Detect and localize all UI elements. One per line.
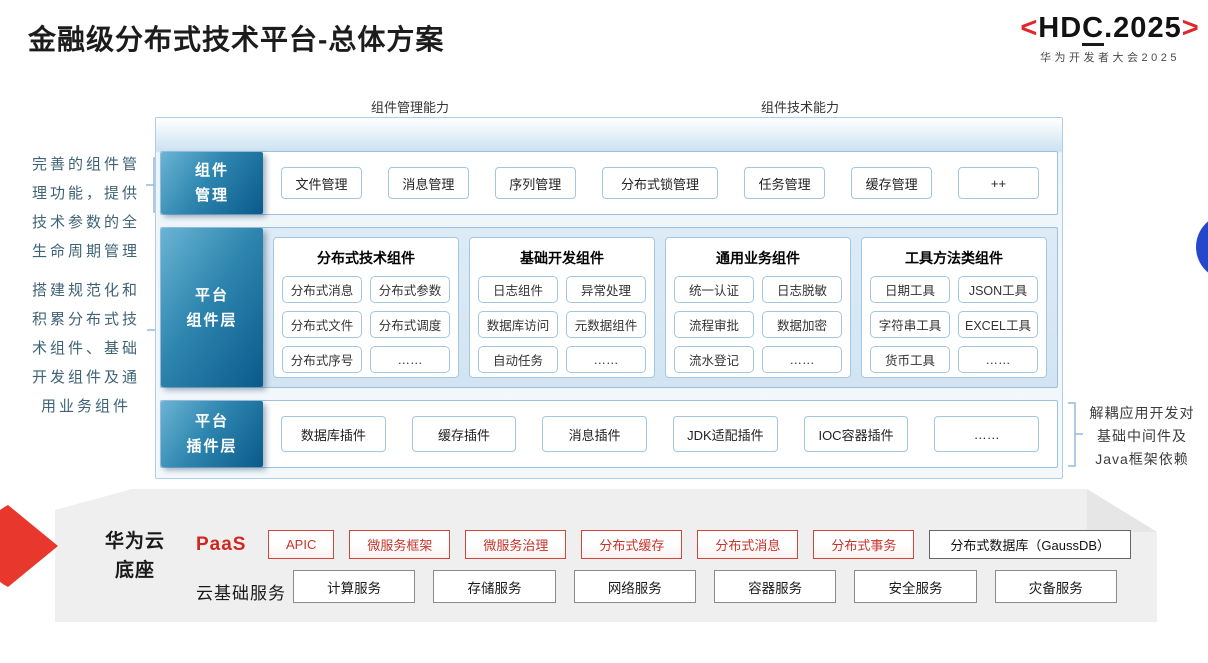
logo-hd: HD: [1038, 12, 1083, 44]
platform-plugin-items: 数据库插件 缓存插件 消息插件 JDK适配插件 IOC容器插件 ……: [263, 401, 1057, 467]
paas-service-item: 分布式缓存: [581, 530, 683, 559]
component-item: JSON工具: [958, 276, 1038, 303]
annotation-right: 解耦应用开发对 基础中间件及 Java框架依赖: [1089, 405, 1195, 467]
component-item: 货币工具: [870, 346, 950, 373]
component-item: 流水登记: [674, 346, 754, 373]
paas-service-item: 分布式事务: [813, 530, 915, 559]
paas-label: PaaS: [196, 534, 247, 555]
component-item: 消息管理: [387, 167, 469, 199]
component-item: 统一认证: [674, 276, 754, 303]
component-item: 分布式锁管理: [601, 167, 719, 199]
paas-service-item: 微服务框架: [349, 530, 451, 559]
platform-component-columns: 分布式技术组件 分布式消息 分布式参数 分布式文件 分布式调度 分布式序号 ………: [263, 228, 1057, 387]
plugin-item: ……: [934, 416, 1040, 452]
arrow-label-management: 组件管理能力: [370, 100, 449, 115]
component-item: ++: [958, 167, 1039, 199]
plugin-item: IOC容器插件: [803, 416, 909, 452]
component-item: ……: [958, 346, 1038, 373]
component-item: 自动任务: [478, 346, 558, 373]
component-item: 字符串工具: [870, 311, 950, 338]
column-common-business: 通用业务组件 统一认证 日志脱敏 流程审批 数据加密 流水登记 ……: [665, 237, 851, 378]
logo-open-bracket: <: [1020, 12, 1039, 44]
paas-service-item: 微服务治理: [465, 530, 567, 559]
paas-service-item: APIC: [268, 530, 335, 559]
iaas-service-item: 网络服务: [573, 570, 696, 603]
component-item: ……: [566, 346, 646, 373]
component-item: 分布式调度: [370, 311, 450, 338]
paas-service-item: 分布式消息: [697, 530, 799, 559]
platform-component-label: 平台 组件层: [161, 228, 263, 387]
component-item: 缓存管理: [851, 167, 933, 199]
iaas-service-item: 计算服务: [293, 570, 416, 603]
component-item: ……: [762, 346, 842, 373]
component-item: 元数据组件: [566, 311, 646, 338]
component-item: ……: [370, 346, 450, 373]
gaussdb-item: 分布式数据库（GaussDB）: [929, 530, 1132, 559]
component-item: 文件管理: [281, 167, 362, 199]
plugin-item: 消息插件: [542, 416, 648, 452]
iaas-service-item: 存储服务: [433, 570, 556, 603]
component-management-label: 组件 管理: [161, 152, 263, 214]
page-title: 金融级分布式技术平台-总体方案: [28, 24, 445, 55]
component-item: 异常处理: [566, 276, 646, 303]
component-item: EXCEL工具: [958, 311, 1038, 338]
hdc-logo-text: <HDC.2025>: [1012, 12, 1208, 46]
column-distributed-tech: 分布式技术组件 分布式消息 分布式参数 分布式文件 分布式调度 分布式序号 ……: [273, 237, 459, 378]
logo-close-bracket: >: [1181, 12, 1200, 44]
logo-rest: .2025: [1104, 12, 1182, 44]
hdc-logo-subtitle: 华为开发者大会2025: [1040, 52, 1180, 64]
component-item: 日期工具: [870, 276, 950, 303]
blue-circle-decoration: [1196, 221, 1208, 273]
paas-services-row: APIC 微服务框架 微服务治理 分布式缓存 分布式消息 分布式事务 分布式数据…: [268, 530, 1132, 559]
platform-plugin-row: 平台 插件层 数据库插件 缓存插件 消息插件 JDK适配插件 IOC容器插件 ……: [160, 400, 1058, 468]
cloud-base-slab-top-face: [1087, 489, 1157, 532]
iaas-service-item: 灾备服务: [994, 570, 1117, 603]
logo-c-underlined: C: [1082, 12, 1105, 46]
component-item: 流程审批: [674, 311, 754, 338]
component-item: 序列管理: [494, 167, 576, 199]
component-management-row: 组件 管理 文件管理 消息管理 序列管理 分布式锁管理 任务管理 缓存管理 ++: [160, 151, 1058, 215]
component-item: 数据加密: [762, 311, 842, 338]
platform-component-row: 平台 组件层 分布式技术组件 分布式消息 分布式参数 分布式文件 分布式调度 分…: [160, 227, 1058, 388]
platform-plugin-label: 平台 插件层: [161, 401, 263, 467]
column-basic-dev: 基础开发组件 日志组件 异常处理 数据库访问 元数据组件 自动任务 ……: [469, 237, 655, 378]
huawei-cloud-base-label: 华为云 底座: [104, 531, 165, 581]
iaas-service-item: 安全服务: [854, 570, 977, 603]
plugin-item: 数据库插件: [281, 416, 386, 452]
component-item: 日志组件: [478, 276, 558, 303]
iaas-service-item: 容器服务: [713, 570, 837, 603]
plugin-item: JDK适配插件: [673, 416, 778, 452]
hdc-logo: <HDC.2025> 华为开发者大会2025: [1012, 12, 1208, 65]
component-item: 任务管理: [744, 167, 826, 199]
column-tool-methods: 工具方法类组件 日期工具 JSON工具 字符串工具 EXCEL工具 货币工具 ……: [861, 237, 1047, 378]
component-item: 分布式文件: [282, 311, 362, 338]
component-item: 分布式参数: [370, 276, 450, 303]
component-item: 数据库访问: [478, 311, 558, 338]
red-wedge-icon: [0, 505, 58, 587]
arrow-label-technical: 组件技术能力: [760, 100, 839, 115]
component-item: 日志脱敏: [762, 276, 842, 303]
cloud-basic-services-row: 计算服务 存储服务 网络服务 容器服务 安全服务 灾备服务: [293, 570, 1117, 603]
component-item: 分布式消息: [282, 276, 362, 303]
component-management-items: 文件管理 消息管理 序列管理 分布式锁管理 任务管理 缓存管理 ++: [263, 152, 1057, 214]
annotation-left-bottom: 搭建规范化和 积累分布式技 术组件、基础 开发组件及通 用业务组件: [31, 282, 140, 415]
component-item: 分布式序号: [282, 346, 362, 373]
cloud-basic-services-label: 云基础服务: [196, 584, 286, 603]
plugin-item: 缓存插件: [411, 416, 517, 452]
annotation-left-top: 完善的组件管 理功能，提供 技术参数的全 生命周期管理: [31, 156, 140, 260]
